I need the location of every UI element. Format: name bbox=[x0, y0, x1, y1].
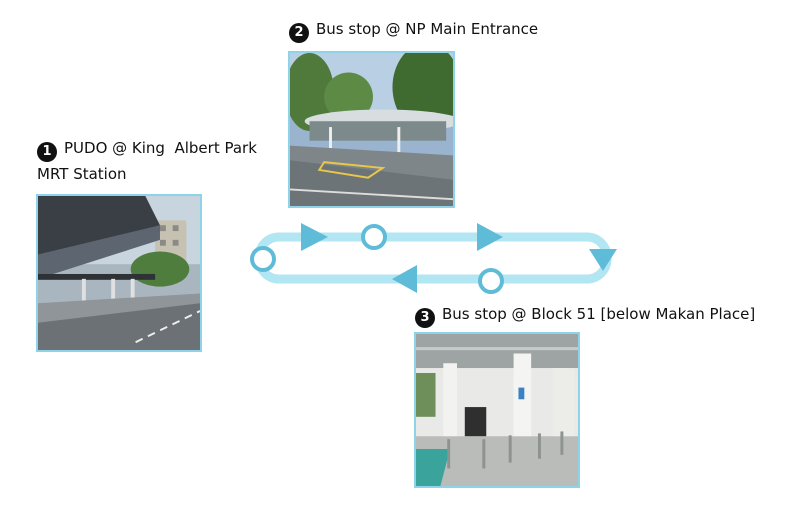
route-stop-node-1 bbox=[250, 246, 276, 272]
stop-3-number: 3 bbox=[415, 308, 435, 328]
arrow-left-icon bbox=[392, 265, 417, 293]
stop-2-label: 2 Bus stop @ NP Main Entrance bbox=[289, 17, 538, 43]
stop-2-photo bbox=[288, 51, 455, 208]
arrow-right-icon bbox=[301, 223, 328, 251]
route-stop-node-3 bbox=[478, 268, 504, 294]
stop-3-photo bbox=[414, 332, 580, 488]
arrow-down-icon bbox=[589, 249, 617, 271]
stop-2-text: Bus stop @ NP Main Entrance bbox=[316, 20, 539, 38]
stop-1-photo bbox=[36, 194, 202, 352]
stop-1-label: 1 PUDO @ King Albert Park MRT Station bbox=[37, 136, 257, 186]
route-stop-node-2 bbox=[361, 224, 387, 250]
arrow-right-icon bbox=[477, 223, 503, 251]
stop-3-text: Bus stop @ Block 51 [below Makan Place] bbox=[442, 305, 756, 323]
stop-2-number: 2 bbox=[289, 23, 309, 43]
stop-1-number: 1 bbox=[37, 142, 57, 162]
stop-1-text: PUDO @ King Albert Park bbox=[64, 139, 257, 157]
stop-1-text-line2: MRT Station bbox=[37, 165, 127, 183]
stop-3-label: 3 Bus stop @ Block 51 [below Makan Place] bbox=[415, 302, 755, 328]
